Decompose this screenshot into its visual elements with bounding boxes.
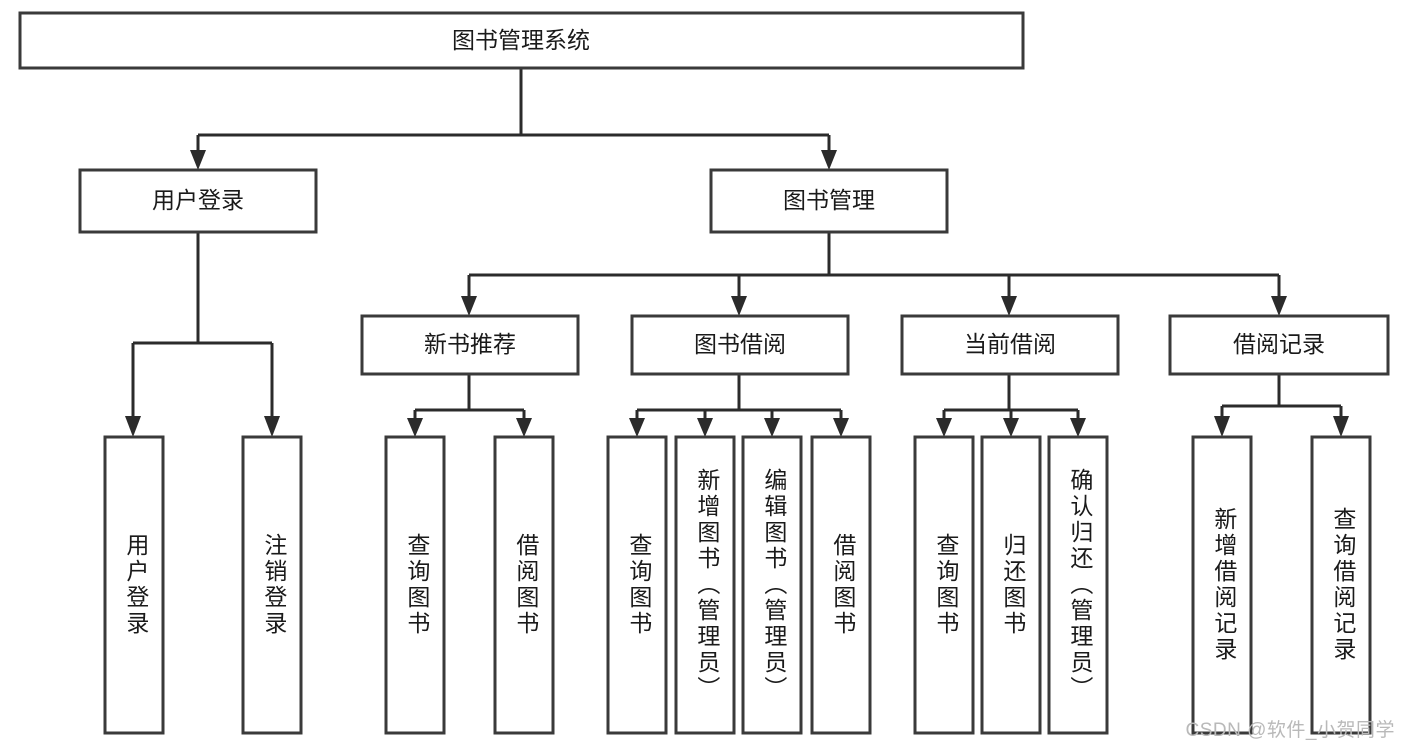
leaf-label: 查询图书	[404, 533, 431, 637]
leaf-current-borrow-confirm-return-admin[interactable]: 确认归还（管理员）	[1047, 435, 1109, 735]
leaf-book-borrow-edit-book-admin[interactable]: 编辑图书（管理员）	[741, 435, 803, 735]
connector-current-borrow-to-leaves	[936, 374, 1086, 437]
leaf-book-borrow-borrow-book[interactable]: 借阅图书	[810, 435, 872, 735]
node-label: 图书管理系统	[452, 27, 590, 53]
leaf-label: 确认归还（管理员）	[1067, 468, 1094, 702]
node-label: 用户登录	[152, 187, 244, 213]
node-label: 图书借阅	[694, 331, 786, 357]
leaf-borrow-record-query-record[interactable]: 查询借阅记录	[1310, 435, 1372, 735]
leaf-label: 归还图书	[1000, 533, 1027, 637]
leaf-borrow-record-add-record[interactable]: 新增借阅记录	[1191, 435, 1253, 735]
csdn-watermark: CSDN @软件_小贺同学	[1185, 720, 1395, 741]
node-book-management[interactable]: 图书管理	[709, 168, 949, 234]
leaf-label: 查询借阅记录	[1330, 507, 1357, 663]
leaf-new-book-query-book[interactable]: 查询图书	[384, 435, 446, 735]
node-user-login[interactable]: 用户登录	[78, 168, 318, 234]
leaf-book-borrow-add-book-admin[interactable]: 新增图书（管理员）	[674, 435, 736, 735]
leaf-book-borrow-query-book[interactable]: 查询图书	[606, 435, 668, 735]
leaf-label: 新增图书（管理员）	[694, 468, 721, 702]
node-current-borrow[interactable]: 当前借阅	[900, 314, 1120, 376]
node-new-book-recommend[interactable]: 新书推荐	[360, 314, 580, 376]
leaf-label: 查询图书	[933, 533, 960, 637]
leaf-label: 借阅图书	[513, 533, 540, 637]
leaf-user-login-logout[interactable]: 注销登录	[241, 435, 303, 735]
leaf-new-book-borrow-book[interactable]: 借阅图书	[493, 435, 555, 735]
connector-book-management-to-level3	[461, 232, 1287, 316]
leaf-label: 查询图书	[626, 533, 653, 637]
node-book-borrow[interactable]: 图书借阅	[630, 314, 850, 376]
leaf-label: 注销登录	[261, 533, 288, 637]
node-root-book-management-system[interactable]: 图书管理系统	[18, 11, 1025, 70]
leaf-current-borrow-query-book[interactable]: 查询图书	[913, 435, 975, 735]
leaf-label: 新增借阅记录	[1211, 507, 1238, 663]
node-borrow-record[interactable]: 借阅记录	[1168, 314, 1390, 376]
connector-new-book-recommend-to-leaves	[407, 374, 532, 437]
node-label: 图书管理	[783, 187, 875, 213]
leaf-label: 借阅图书	[830, 533, 857, 637]
node-label: 借阅记录	[1233, 331, 1325, 357]
leaf-user-login-login[interactable]: 用户登录	[103, 435, 165, 735]
connector-root-to-level2	[190, 68, 837, 170]
leaf-current-borrow-return-book[interactable]: 归还图书	[980, 435, 1042, 735]
connector-borrow-record-to-leaves	[1214, 374, 1349, 437]
node-label: 新书推荐	[424, 331, 516, 357]
node-label: 当前借阅	[964, 331, 1056, 357]
connector-book-borrow-to-leaves	[629, 374, 849, 437]
leaf-label: 编辑图书（管理员）	[761, 468, 788, 702]
leaf-label: 用户登录	[123, 533, 150, 637]
connector-user-login-to-leaves	[125, 232, 280, 437]
